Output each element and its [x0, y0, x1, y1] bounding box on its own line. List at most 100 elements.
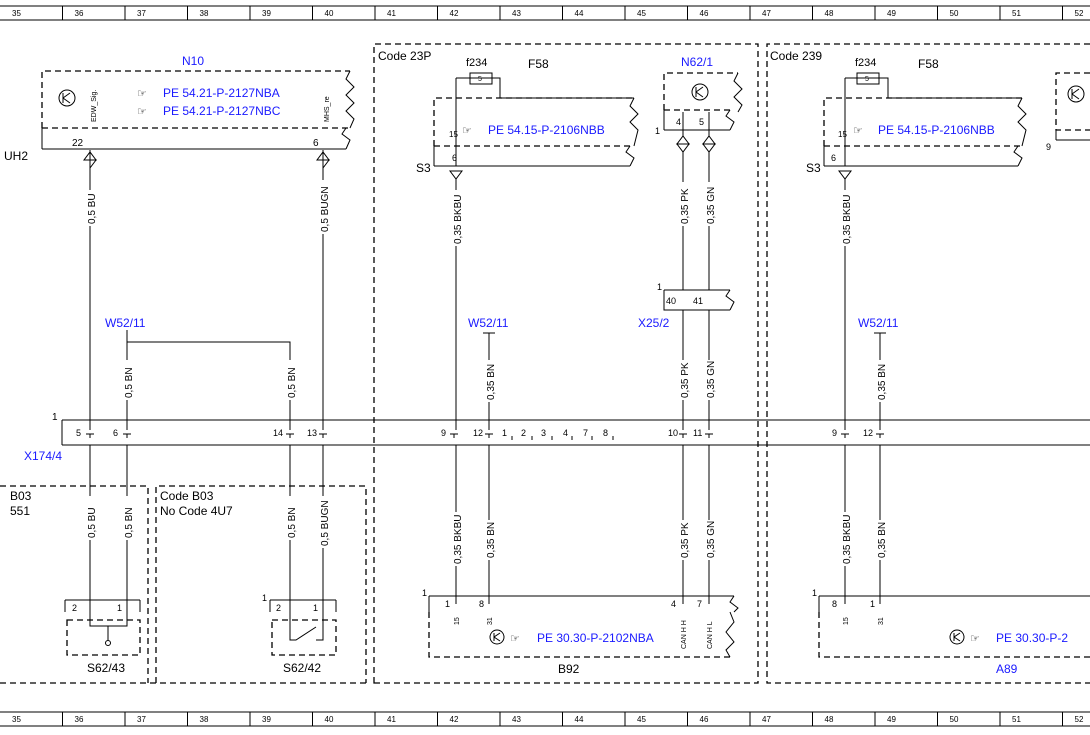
reference-hand-icon: ☞	[462, 125, 472, 137]
svg-text:15: 15	[449, 130, 458, 139]
wire-label-bn-right: 0,5 BN	[287, 367, 298, 398]
x174-pin-14: 14	[273, 428, 283, 438]
reference-hand-icon: ☞	[853, 125, 863, 137]
x174-pin-13: 13	[307, 428, 317, 438]
column-number: 43	[512, 9, 521, 18]
pin-name-mhs: MHS_re	[324, 96, 331, 122]
s62-43-switch: 2 1 S62/43	[64, 599, 141, 675]
wire-label-bugn-lower: 0,5 BUGN	[320, 500, 331, 546]
svg-text:1: 1	[117, 603, 122, 613]
n10-ref-nbc: PE 54.21-P-2127NBC	[163, 104, 281, 118]
pe-2102-ref-2: PE 30.30-P-2	[996, 631, 1068, 645]
w52-11-splice-right-label: W52/11	[858, 316, 899, 330]
a89-unit: 1 8 1 15 31 ☞ PE 30.30-P-2 A89	[812, 588, 1090, 676]
column-number: 38	[200, 9, 209, 18]
column-number: 40	[325, 9, 334, 18]
wire-label-bkbu-2: 0,35 BKBU	[842, 195, 853, 244]
column-number: 46	[700, 9, 709, 18]
reference-hand-icon: ☞	[137, 106, 147, 118]
svg-text:8: 8	[832, 599, 837, 609]
column-number: 39	[262, 715, 271, 724]
n62-1-unit: N62/1 1 4 5	[655, 55, 743, 136]
x174-pin-12b: 12	[863, 428, 873, 438]
x174-pin-3: 3	[541, 428, 546, 438]
wire-label-gn-lower: 0,35 GN	[706, 521, 717, 558]
column-number: 48	[825, 9, 834, 18]
column-number: 46	[700, 715, 709, 724]
code-239-label: Code 239	[770, 49, 822, 63]
pin-6: 6	[313, 138, 319, 149]
column-number: 47	[762, 9, 771, 18]
wire-label-bkbu-lower: 0,35 BKBU	[453, 515, 464, 564]
column-number: 51	[1012, 715, 1021, 724]
wire-label-pk-lower: 0,35 PK	[680, 522, 691, 558]
svg-text:1: 1	[812, 588, 817, 598]
column-number: 50	[950, 9, 959, 18]
svg-text:8: 8	[479, 599, 484, 609]
wire-label-gn: 0,35 GN	[706, 187, 717, 224]
f234-label: f234	[466, 57, 487, 69]
svg-text:1: 1	[422, 588, 427, 598]
svg-text:1: 1	[655, 126, 660, 136]
column-number: 35	[12, 9, 21, 18]
code-b03-frame	[155, 485, 367, 683]
n62-1-partial	[1055, 72, 1090, 131]
svg-text:1: 1	[262, 593, 267, 603]
column-number: 49	[887, 9, 896, 18]
w52-11-splice-mid-label: W52/11	[468, 316, 509, 330]
svg-text:31: 31	[487, 617, 494, 625]
svg-text:41: 41	[693, 296, 703, 306]
wire-label-bu: 0,5 BU	[87, 193, 98, 224]
n10-ref-nba: PE 54.21-P-2127NBA	[163, 86, 280, 100]
x174-pin-4: 4	[563, 428, 568, 438]
x174-pin-12: 12	[473, 428, 483, 438]
svg-text:6: 6	[831, 153, 836, 163]
column-number: 44	[575, 9, 584, 18]
wire-label-bkbu-lower-2: 0,35 BKBU	[842, 515, 853, 564]
column-number: 42	[450, 715, 459, 724]
s62-43-label: S62/43	[87, 661, 125, 675]
column-number: 36	[75, 715, 84, 724]
f234-label-2: f234	[855, 57, 876, 69]
b03-label: B03	[10, 489, 32, 503]
can-h-label: CAN H H	[681, 620, 688, 649]
s62-42-switch: 1 2 1 S62/42	[262, 593, 337, 675]
f234-rating: 5	[478, 76, 482, 83]
uh2-label: UH2	[4, 149, 28, 163]
column-number: 48	[825, 715, 834, 724]
x174-4-label: X174/4	[24, 449, 62, 463]
b92-label: B92	[558, 662, 580, 676]
svg-text:1: 1	[445, 599, 450, 609]
code-23p-frame: Code 23P	[373, 43, 759, 684]
svg-text:1: 1	[313, 603, 318, 613]
b92-unit: 1 1 8 4 7 15 31 CAN H H CAN H L ☞ PE 30.…	[422, 588, 739, 676]
x25-2-label: X25/2	[638, 316, 670, 330]
svg-text:4: 4	[671, 599, 676, 609]
svg-text:31: 31	[878, 617, 885, 625]
x174-pin-1b: 1	[502, 428, 507, 438]
pin-22: 22	[72, 138, 84, 149]
column-number: 41	[387, 9, 396, 18]
f58-label: F58	[528, 57, 549, 71]
n10-control-unit: N10 ☞ ☞ PE 54.21-P-2127NBA PE 54.21-P-21…	[4, 54, 355, 163]
column-number: 37	[137, 9, 146, 18]
column-number: 40	[325, 715, 334, 724]
column-number: 35	[12, 715, 21, 724]
wire-label-pk-2: 0,35 PK	[680, 362, 691, 398]
svg-text:2: 2	[72, 603, 77, 613]
reference-hand-icon: ☞	[510, 633, 520, 645]
can-l-label: CAN H L	[707, 621, 714, 649]
column-number: 41	[387, 715, 396, 724]
wire-label-bn035-lower-2: 0,35 BN	[877, 522, 888, 558]
svg-text:1: 1	[657, 282, 662, 292]
pe-2102-ref: PE 30.30-P-2102NBA	[537, 631, 654, 645]
reference-hand-icon: ☞	[137, 88, 147, 100]
code-239-frame: Code 239	[766, 43, 1090, 684]
x174-pin-6: 6	[113, 428, 118, 438]
a89-label: A89	[996, 662, 1018, 676]
wire-label-bu-lower: 0,5 BU	[87, 507, 98, 538]
wire-label-bn-lower-right: 0,5 BN	[287, 507, 298, 538]
column-number: 42	[450, 9, 459, 18]
